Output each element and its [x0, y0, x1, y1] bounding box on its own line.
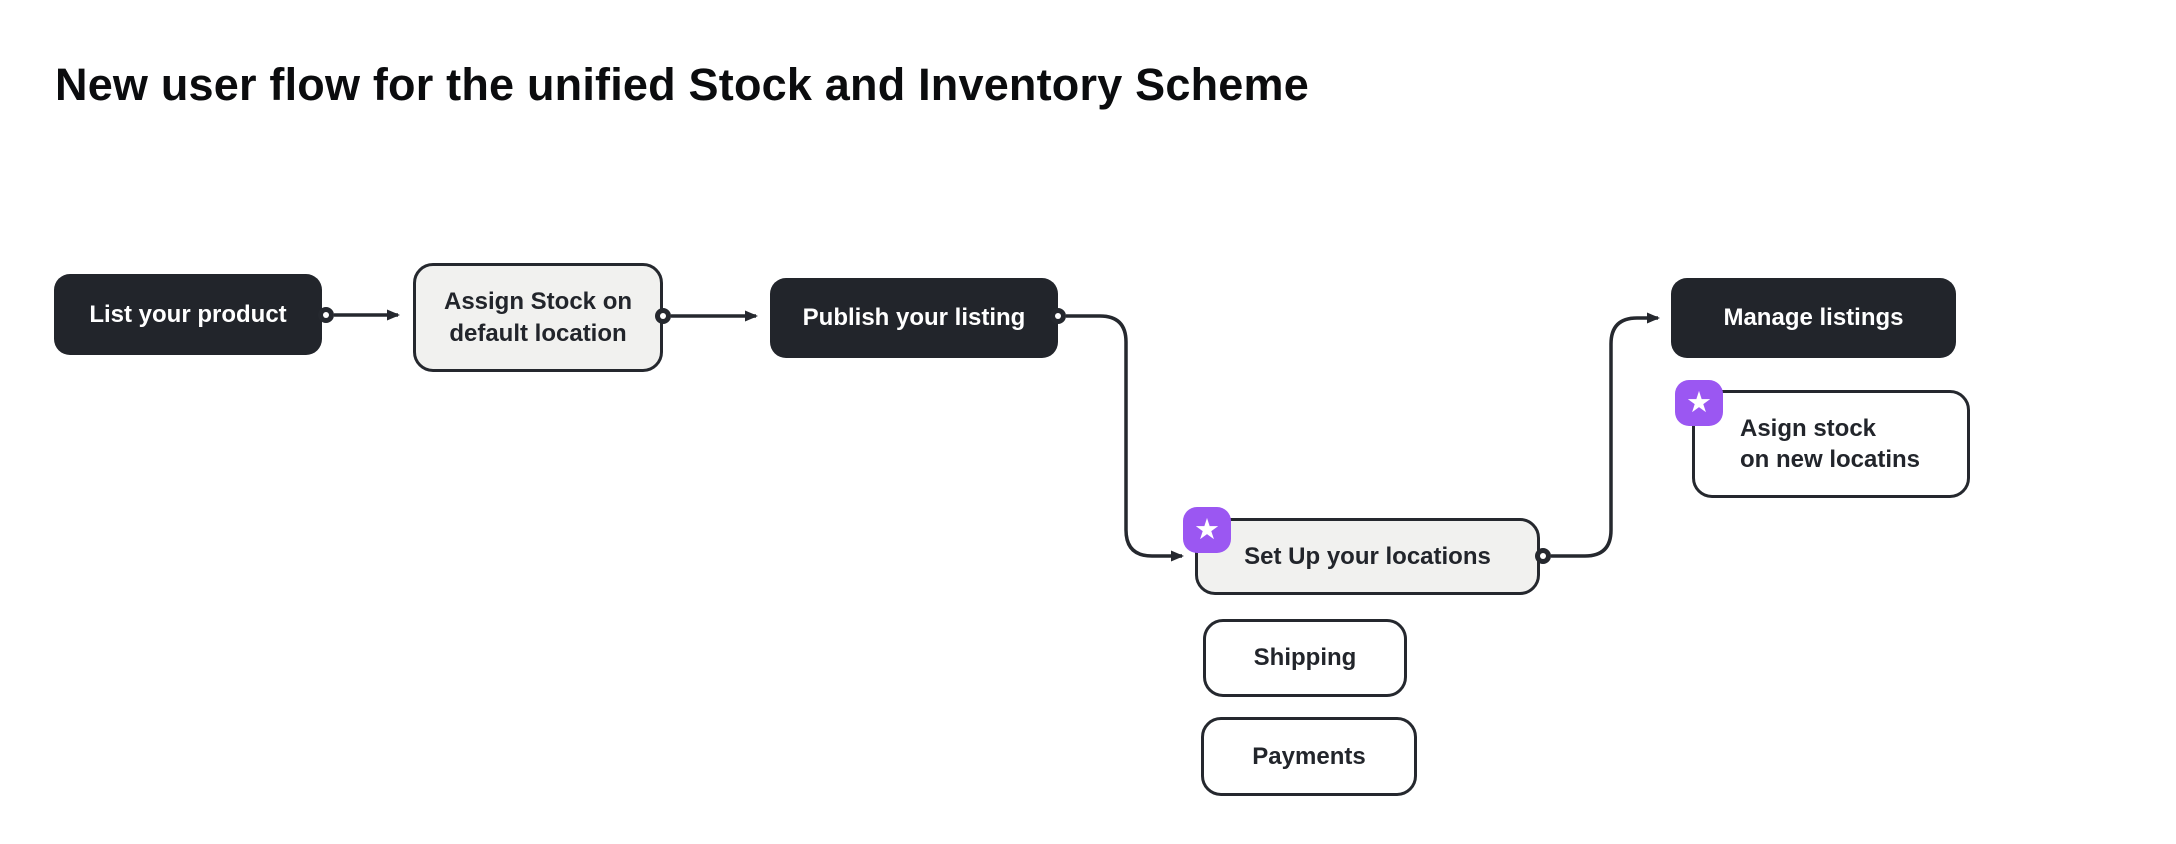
edge-publish-to-setup [1050, 308, 1184, 562]
node-list-your-product[interactable]: List your product [54, 274, 322, 355]
node-assign-stock-default-location[interactable]: Assign Stock on default location [413, 263, 663, 372]
node-label: Asign stock on new locatins [1740, 414, 1921, 473]
star-icon: ★ [1675, 380, 1723, 426]
star-icon: ★ [1183, 507, 1231, 553]
node-label: Shipping [1253, 644, 1357, 672]
node-label: Manage listings [1723, 304, 1904, 332]
node-label: List your product [89, 300, 287, 328]
page-title: New user flow for the unified Stock and … [55, 59, 1309, 110]
node-label: Payments [1252, 742, 1366, 770]
node-payments[interactable]: Payments [1201, 717, 1417, 796]
node-manage-listings[interactable]: Manage listings [1671, 278, 1956, 358]
node-publish-your-listing[interactable]: Publish your listing [770, 278, 1058, 358]
edge-list-to-assign [318, 307, 400, 323]
node-label: Assign Stock on default location [443, 288, 633, 347]
node-set-up-your-locations[interactable]: ★ Set Up your locations [1183, 507, 1540, 595]
edge-setup-to-manage [1535, 312, 1660, 564]
edge-assign-to-publish [655, 308, 758, 324]
node-shipping[interactable]: Shipping [1203, 619, 1407, 697]
node-label: Publish your listing [802, 304, 1026, 332]
node-label: Set Up your locations [1244, 542, 1491, 570]
node-asign-stock-on-new-locatins[interactable]: ★ Asign stock on new locatins [1675, 380, 1970, 498]
